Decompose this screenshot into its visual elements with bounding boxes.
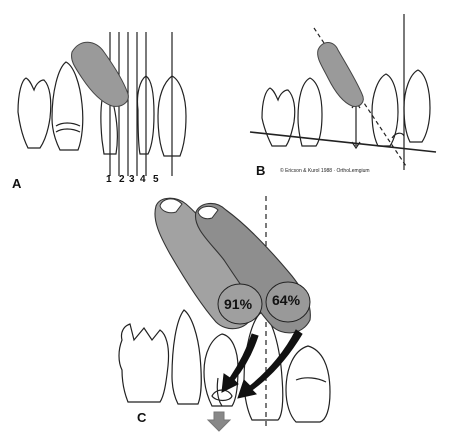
panel-a-lateral-gum — [56, 123, 80, 126]
panel-b-letter: B — [256, 163, 265, 178]
panel-a-impacted-canine — [71, 42, 128, 106]
panel-b-premolar — [262, 88, 295, 146]
panel-c-letter: C — [137, 410, 146, 425]
zone-label-5: 5 — [153, 174, 159, 185]
panel-c-central-2 — [286, 346, 330, 422]
panel-b-occlusal-line — [250, 132, 436, 152]
panel-b-tooth-4 — [404, 70, 430, 142]
panel-c-lateral-root — [217, 378, 222, 406]
panel-a-letter: A — [12, 176, 21, 191]
zone-label-4: 4 — [140, 174, 146, 185]
panel-c-down-arrow — [208, 412, 230, 431]
panel-c-molar — [119, 324, 169, 402]
zone-label-2: 2 — [119, 174, 125, 185]
panel-c-premolar — [172, 310, 201, 404]
panel-a-lateral — [52, 62, 83, 150]
panel-b-lateral — [298, 78, 322, 146]
panel-b-impacted-canine — [318, 43, 364, 107]
panel-b-credit: © Ericson & Kurol 1988 · OrthoLemgium — [280, 168, 370, 174]
panel-a-premolar — [18, 78, 51, 148]
panel-c-arrow-long — [238, 330, 302, 398]
panel-c-lateral — [204, 334, 238, 406]
percent-64: 64% — [272, 292, 300, 308]
percent-91: 91% — [224, 296, 252, 312]
zone-label-1: 1 — [106, 174, 112, 185]
zone-label-3: 3 — [129, 174, 135, 185]
